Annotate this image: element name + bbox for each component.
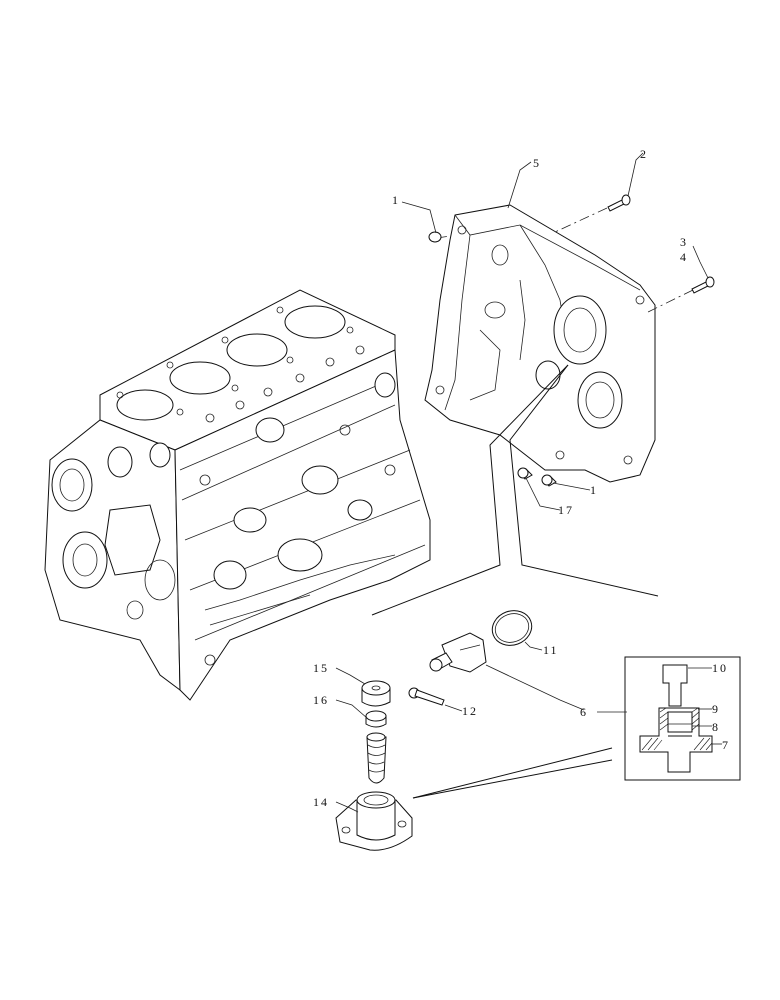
leader-lines bbox=[335, 152, 722, 813]
callout-1-lower: 1 bbox=[590, 483, 598, 497]
callout-14: 14 bbox=[313, 795, 329, 809]
bolt-2 bbox=[607, 194, 631, 212]
dowel-1 bbox=[541, 474, 557, 487]
callout-15: 15 bbox=[313, 661, 329, 675]
o-ring-11 bbox=[491, 610, 533, 646]
callout-12: 12 bbox=[462, 704, 478, 718]
callout-11: 11 bbox=[543, 643, 559, 657]
callout-5: 5 bbox=[533, 156, 541, 170]
callout-10: 10 bbox=[712, 661, 728, 675]
callout-3: 3 bbox=[680, 235, 688, 249]
callout-6: 6 bbox=[580, 705, 588, 719]
seal-16 bbox=[365, 710, 387, 728]
bolt-3-4 bbox=[691, 276, 715, 294]
nut-1-top bbox=[428, 231, 442, 243]
gear-housing bbox=[424, 204, 656, 483]
callout-labels: 1 1 2 3 4 5 6 7 8 9 10 11 12 14 15 16 17 bbox=[313, 147, 730, 809]
detail-inset bbox=[624, 656, 741, 781]
callout-1-top: 1 bbox=[392, 193, 400, 207]
callout-16: 16 bbox=[313, 693, 329, 707]
engine-block bbox=[44, 289, 431, 701]
dowel-17 bbox=[517, 467, 533, 480]
callout-7: 7 bbox=[722, 738, 730, 752]
bolt-12 bbox=[408, 687, 445, 706]
pump-body-6 bbox=[429, 632, 487, 673]
callout-17: 17 bbox=[558, 503, 574, 517]
callout-4: 4 bbox=[680, 250, 688, 264]
housing-14 bbox=[335, 791, 413, 851]
cap-15 bbox=[361, 680, 391, 707]
plunger bbox=[366, 732, 387, 784]
callout-9: 9 bbox=[712, 702, 720, 716]
callout-2: 2 bbox=[640, 147, 648, 161]
callout-8: 8 bbox=[712, 720, 720, 734]
